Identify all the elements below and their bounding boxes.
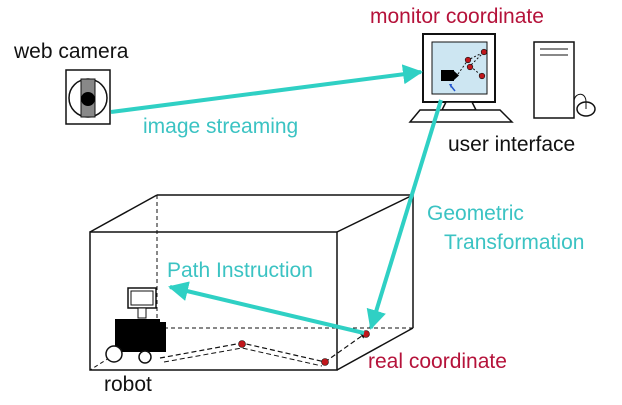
screen-waypoint-4	[478, 72, 486, 80]
geometric-label: Geometric	[427, 202, 524, 225]
cursor-icon	[449, 84, 452, 88]
data-flow-arrows	[110, 64, 443, 335]
path-instruction-arrow	[168, 281, 365, 335]
geometric-transformation-arrow	[366, 99, 443, 330]
screen-path	[441, 48, 488, 92]
floor-waypoint-2	[321, 358, 329, 366]
screen-waypoint-1	[464, 56, 472, 64]
screen-waypoint-3	[466, 63, 474, 71]
screen-robot-icon	[441, 70, 454, 81]
web-camera-label: web camera	[14, 40, 129, 63]
robot-label: robot	[104, 373, 152, 396]
screen-waypoint-2	[480, 48, 488, 56]
computer-icon	[408, 33, 596, 123]
monitor-coordinate-label: monitor coordinate	[370, 5, 544, 28]
floor-path	[159, 330, 370, 367]
web-camera-icon	[65, 69, 111, 125]
room-box	[89, 194, 414, 371]
real-coordinate-label: real coordinate	[368, 350, 507, 373]
image-streaming-label: image streaming	[143, 115, 299, 138]
transformation-label: Transformation	[444, 231, 585, 254]
image-streaming-arrow	[110, 64, 423, 114]
robot-icon	[105, 287, 166, 364]
user-interface-label: user interface	[448, 133, 576, 156]
path-instruction-label: Path Instruction	[167, 259, 313, 282]
floor-waypoint-1	[238, 340, 246, 348]
